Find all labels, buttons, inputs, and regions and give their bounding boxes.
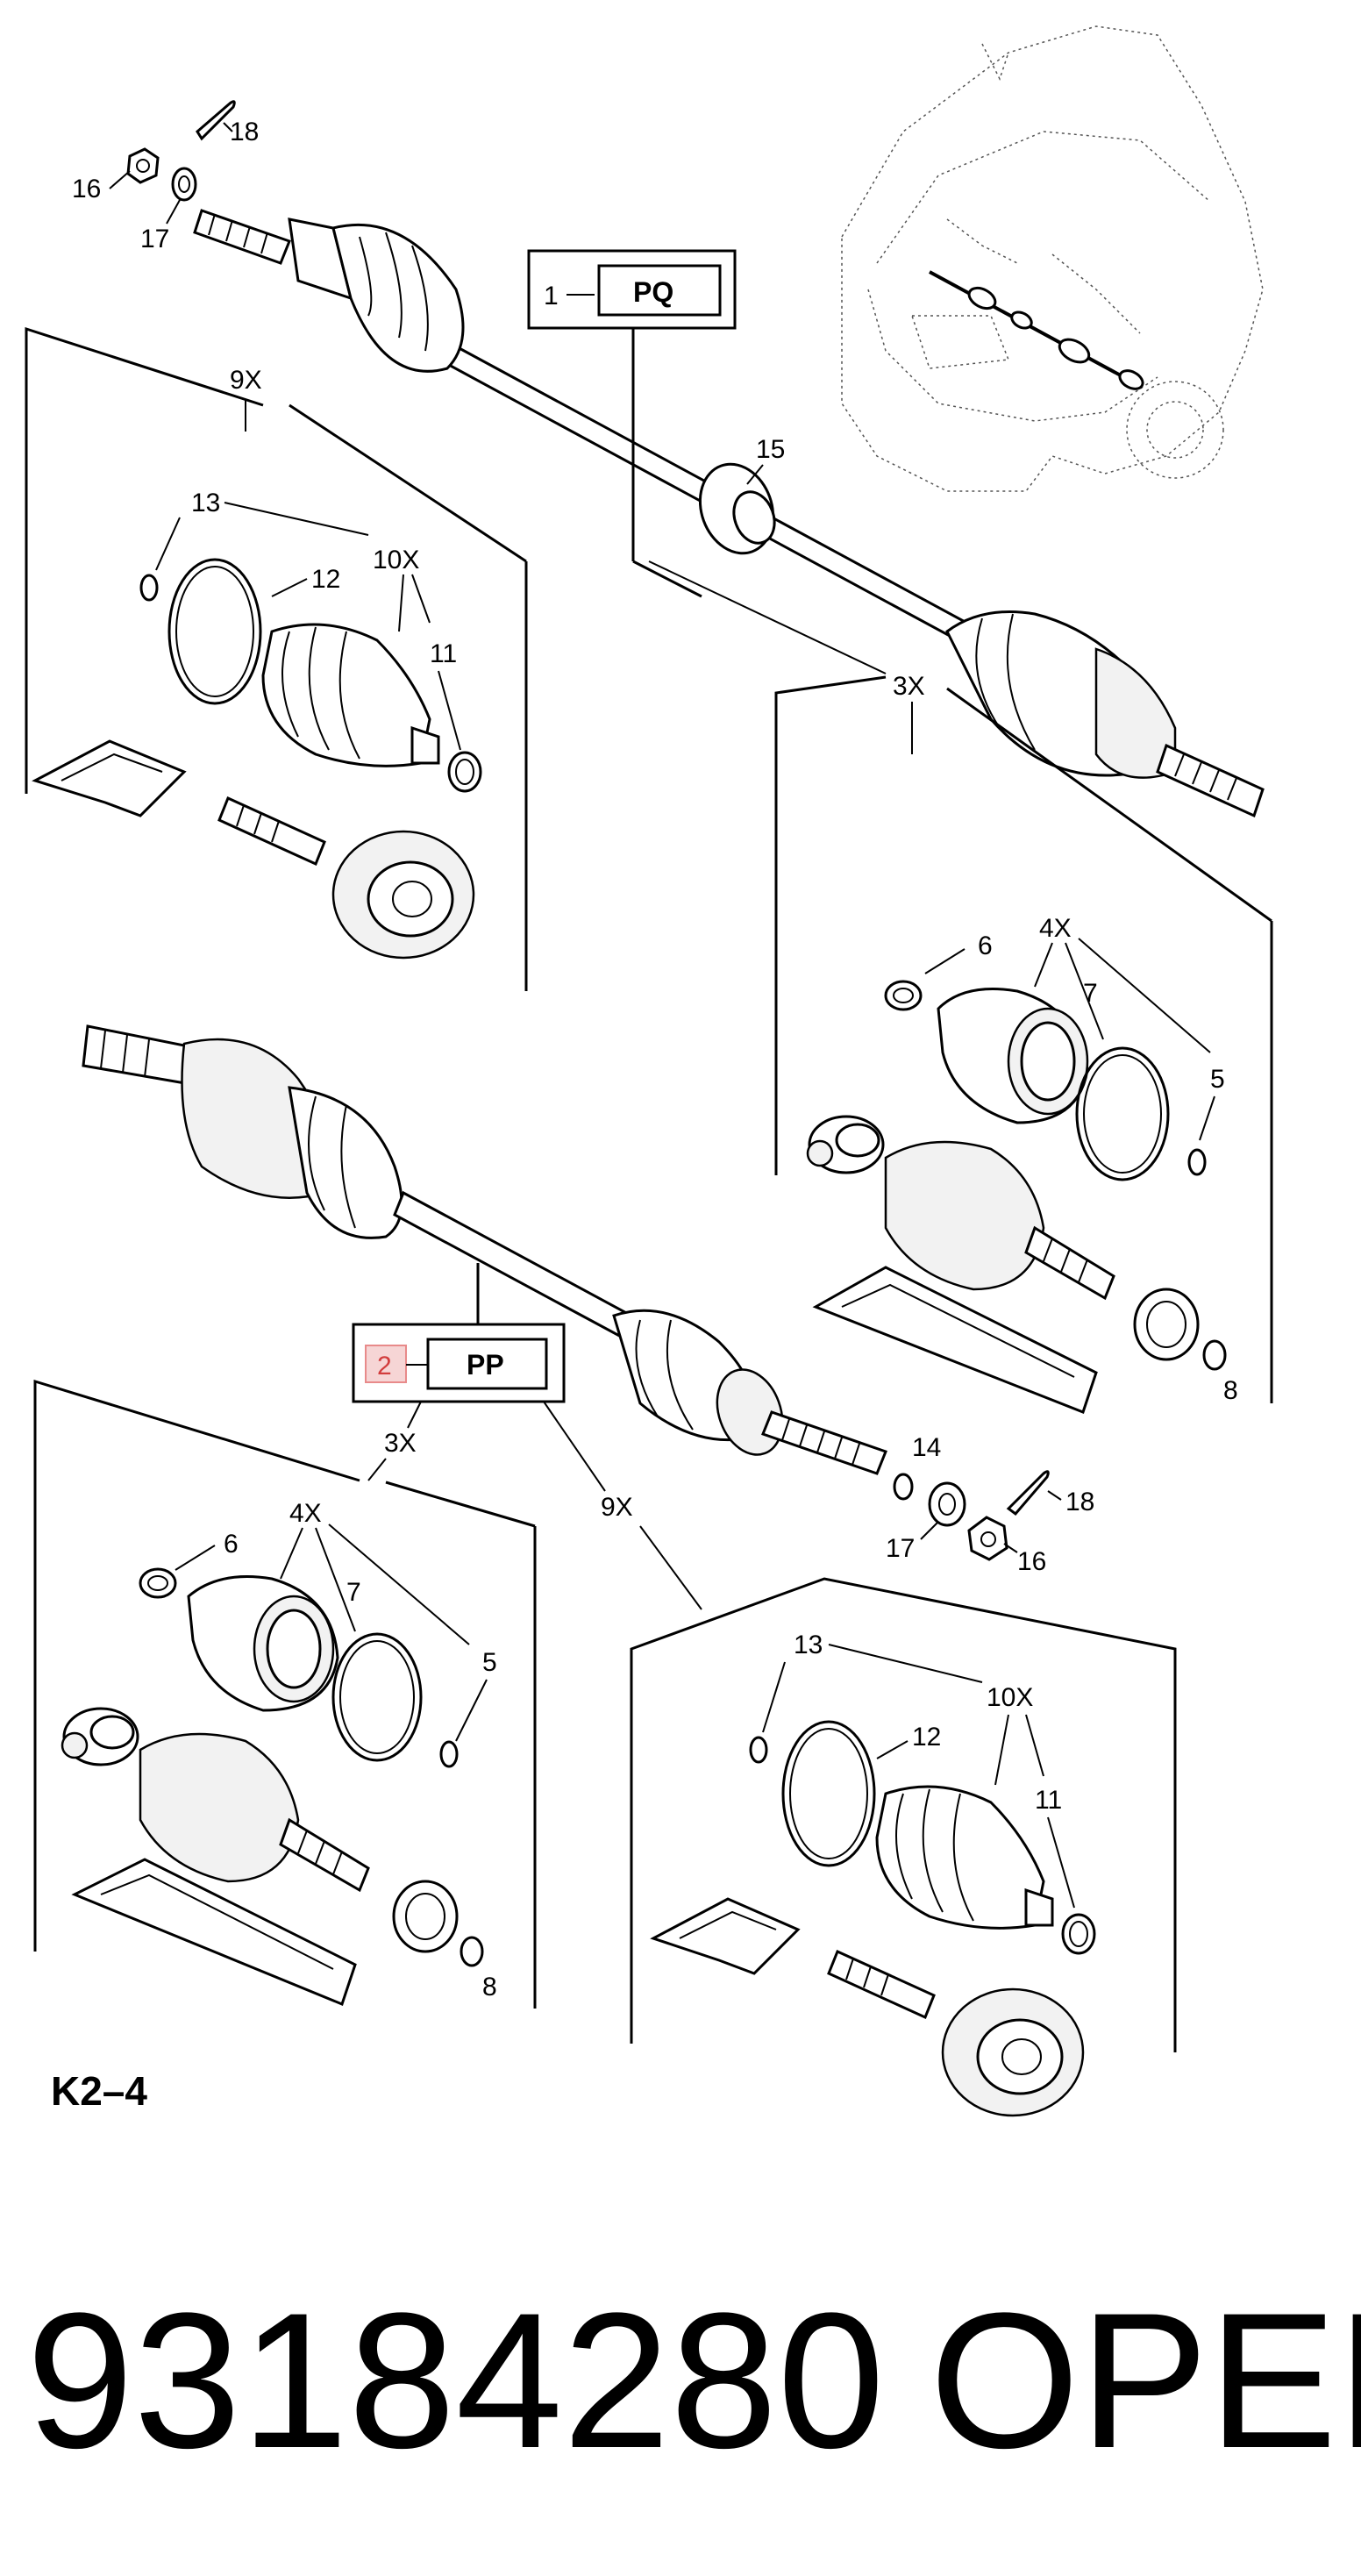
snap-ring-icon (749, 1736, 768, 1764)
callout-16-top: 16 (72, 175, 101, 203)
callout-12-top: 12 (311, 565, 340, 594)
snap-ring-icon (460, 1936, 484, 1967)
callout-3x-top: 3X (893, 672, 925, 701)
assembly-number-2: 2 (377, 1352, 392, 1381)
section-code: K2–4 (51, 2068, 147, 2114)
kit-panel-9x-bottom (630, 1577, 1177, 2052)
boot-icon (937, 988, 1089, 1124)
grease-packet-icon (71, 1858, 357, 2006)
washer-icon (928, 1481, 966, 1527)
callout-16-middle: 16 (1017, 1547, 1046, 1576)
callout-9x-bottom: 9X (601, 1493, 633, 1522)
split-pin-icon (196, 100, 236, 141)
callout-7-bottom: 7 (346, 1578, 361, 1607)
kit-panel-3x-bottom (33, 1379, 537, 2009)
nut-icon (126, 147, 160, 184)
snap-ring-icon (139, 574, 159, 602)
callout-5-bottom: 5 (482, 1648, 497, 1677)
seal-ring-icon (392, 1880, 459, 1953)
callout-9x-top: 9X (230, 366, 262, 395)
grease-packet-icon (650, 1897, 801, 1975)
kit-panel-3x-top (774, 675, 1273, 1403)
assembly-code-pp: PP (467, 1349, 504, 1381)
grease-packet-icon (812, 1266, 1098, 1414)
callout-4x-bottom: 4X (289, 1499, 322, 1528)
tripod-icon (61, 1707, 139, 1766)
callout-7-top: 7 (1083, 979, 1098, 1008)
split-pin-icon (1006, 1470, 1050, 1516)
boot-icon (187, 1575, 339, 1712)
cv-joint-icon (827, 1949, 1085, 2117)
snap-ring-icon (893, 1473, 914, 1501)
clamp-icon (1075, 1046, 1170, 1181)
assembly-outer-box-1 (527, 249, 737, 330)
callout-11-top: 11 (430, 639, 457, 668)
clamp-icon (331, 1632, 423, 1762)
snap-ring-icon (447, 751, 482, 793)
cv-joint-icon (884, 1140, 1115, 1301)
callout-13-bottom: 13 (794, 1631, 823, 1659)
assembly-outer-box-2 (352, 1323, 566, 1403)
snap-ring-icon (1187, 1148, 1207, 1176)
boot-icon (875, 1785, 1054, 1930)
locator-joint-inner-icon (967, 286, 1033, 330)
assembly-code-box-2 (426, 1338, 548, 1390)
snap-ring-icon (1061, 1913, 1096, 1955)
callout-18-top: 18 (230, 118, 259, 146)
seal-ring-icon (1133, 1288, 1200, 1361)
callout-6-bottom: 6 (224, 1530, 239, 1559)
callout-11-bottom: 11 (1035, 1786, 1062, 1815)
callout-17-top: 17 (140, 225, 169, 253)
callout-17-middle: 17 (886, 1534, 915, 1563)
snap-ring-icon (884, 980, 923, 1011)
callout-4x-top: 4X (1039, 914, 1072, 943)
tripod-icon (806, 1115, 885, 1174)
callout-8-bottom: 8 (482, 1973, 497, 2002)
callout-10x-bottom: 10X (987, 1683, 1033, 1712)
callout-13-top: 13 (191, 489, 220, 517)
washer-icon (171, 167, 197, 202)
kit-panel-9x-top (25, 326, 528, 991)
callout-5-top: 5 (1210, 1065, 1225, 1094)
boot-icon (261, 623, 440, 767)
snap-ring-icon (439, 1740, 459, 1768)
snap-ring-icon (1202, 1339, 1227, 1371)
cv-joint-icon (217, 796, 475, 960)
callout-15: 15 (756, 435, 785, 464)
grease-packet-icon (32, 739, 187, 817)
assembly-code-box-1 (597, 264, 722, 317)
clamp-icon (781, 1720, 876, 1867)
callout-18-middle: 18 (1065, 1488, 1094, 1516)
callout-10x-top: 10X (373, 546, 419, 574)
callout-8-top: 8 (1223, 1376, 1238, 1405)
callout-3x-bottom: 3X (384, 1429, 417, 1458)
drive-shaft-bottom-icon (82, 1024, 887, 1475)
locator-joint-outer-icon (1058, 338, 1144, 390)
snap-ring-icon (139, 1567, 177, 1599)
callout-12-bottom: 12 (912, 1723, 941, 1752)
callout-14: 14 (912, 1433, 941, 1462)
brand-name: OPEL (930, 2273, 1361, 2488)
nut-icon (967, 1516, 1008, 1561)
assembly-number-highlight-2 (365, 1345, 407, 1383)
clamp-icon (167, 558, 262, 705)
part-number: 93184280 (26, 2273, 885, 2488)
vehicle-locator-icon (841, 25, 1264, 492)
assembly-code-pq: PQ (633, 276, 673, 308)
assembly-number-1: 1 (544, 282, 559, 310)
callout-6-top: 6 (978, 931, 993, 960)
drive-shaft-top-icon (193, 209, 1265, 818)
cv-joint-icon (139, 1732, 370, 1893)
